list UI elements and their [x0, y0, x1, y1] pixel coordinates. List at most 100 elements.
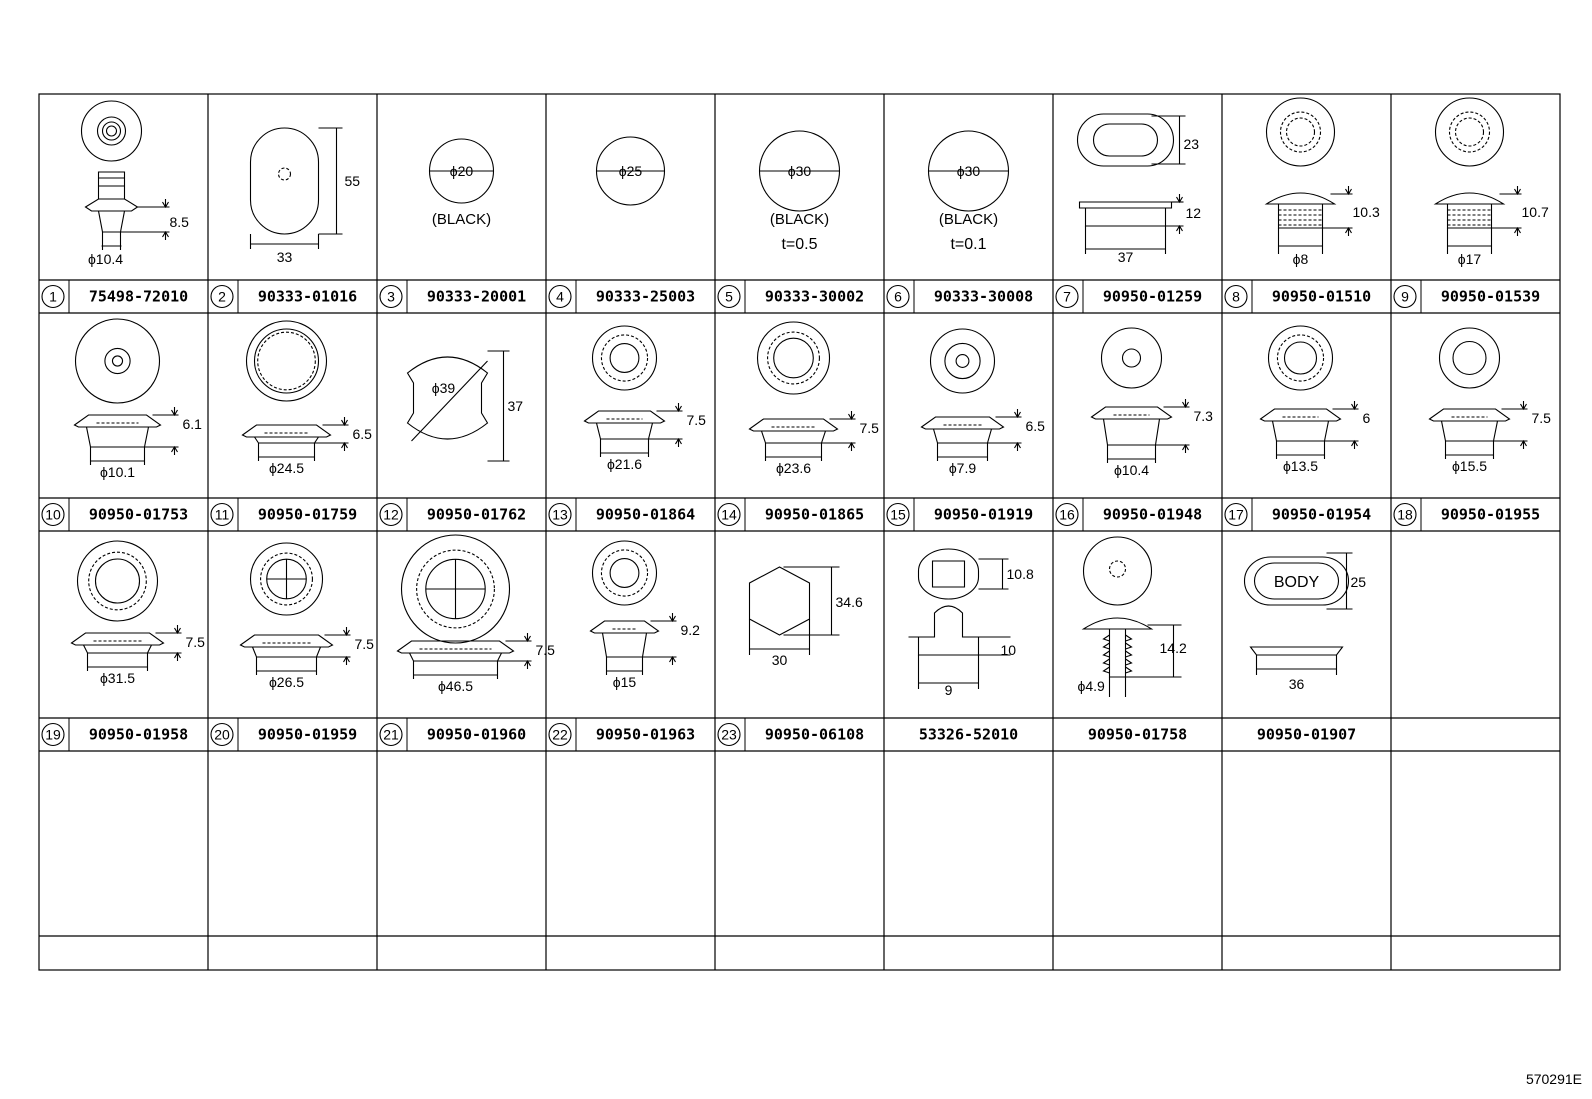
outline-shape	[773, 337, 814, 379]
outline-shape	[756, 321, 831, 395]
callout-number: 7	[1063, 289, 1071, 305]
dimension-label: 6.5	[353, 426, 373, 442]
dimension-label: 14.2	[1160, 640, 1187, 656]
dimension-label: 6	[1363, 410, 1371, 426]
callout-number: 1	[49, 289, 57, 305]
profile-shape	[171, 407, 178, 417]
outline-shape	[400, 534, 511, 644]
outline-shape	[609, 558, 640, 588]
dimension-label: ϕ23.6	[776, 460, 811, 476]
callout-circle	[548, 722, 572, 747]
note-label: (BLACK)	[432, 211, 491, 228]
dimension-label: ϕ25	[619, 163, 643, 179]
part-number: 90950-01762	[427, 506, 526, 524]
table-grid	[38, 93, 1561, 971]
profile-shape	[1345, 186, 1352, 196]
profile-shape	[524, 633, 531, 643]
profile-shape	[589, 620, 660, 634]
profile-shape	[1176, 224, 1183, 234]
outline-shape	[1267, 325, 1334, 391]
dimension-label: ϕ26.5	[269, 674, 304, 690]
outline-shape	[245, 320, 328, 402]
dimension-label: 9	[945, 682, 953, 698]
outline-shape	[600, 549, 649, 597]
profile-shape	[343, 627, 350, 637]
profile-shape	[241, 424, 332, 438]
dimension-label: ϕ8	[1293, 251, 1309, 267]
dimension-label: ϕ21.6	[607, 456, 642, 472]
outline-shape	[1276, 334, 1325, 382]
dimension-label: ϕ10.4	[1114, 462, 1149, 478]
profile-shape	[931, 560, 966, 588]
dimension-label: 37	[508, 398, 524, 414]
outline-shape	[1285, 117, 1316, 147]
outline-shape	[600, 334, 649, 382]
dimension-label: 55	[345, 173, 361, 189]
profile-shape	[1440, 420, 1499, 442]
outline-shape	[74, 318, 161, 404]
profile-shape	[848, 411, 855, 421]
profile-shape	[249, 127, 320, 235]
profile-shape	[343, 655, 350, 665]
document-code: 570291E	[1525, 1071, 1582, 1087]
profile-shape	[1076, 113, 1175, 167]
callout-number: 6	[894, 289, 902, 305]
part-number: 90950-01753	[89, 506, 188, 524]
part-number: 90333-20001	[427, 288, 526, 306]
callout-circle	[1224, 284, 1248, 309]
profile-shape	[1176, 194, 1183, 204]
outline-shape	[249, 542, 324, 616]
outline-shape	[260, 552, 313, 606]
dimension-label: 7.3	[1194, 408, 1214, 424]
profile-shape	[341, 417, 348, 427]
profile-shape	[675, 403, 682, 413]
part-number: 90950-06108	[765, 726, 864, 744]
dimension-label: ϕ24.5	[269, 460, 304, 476]
callout-number: 13	[552, 507, 568, 523]
callout-circle	[1055, 502, 1079, 527]
outline-shape	[1121, 348, 1142, 368]
profile-shape	[1264, 192, 1337, 205]
callout-number: 19	[45, 727, 61, 743]
outline-shape	[111, 355, 124, 367]
callout-number: 17	[1228, 507, 1244, 523]
profile-shape	[162, 199, 169, 209]
profile-shape	[1014, 441, 1021, 451]
note-label: t=0.5	[781, 236, 817, 253]
profile-shape	[1102, 418, 1161, 446]
callout-circle	[1393, 284, 1417, 309]
profile-shape	[601, 632, 648, 658]
profile-shape	[84, 198, 139, 212]
outline-shape	[96, 116, 127, 146]
dimension-label: ϕ10.4	[88, 251, 123, 267]
profile-shape	[1182, 399, 1189, 409]
callout-circle	[210, 502, 234, 527]
callout-circle	[886, 502, 910, 527]
callout-circle	[717, 722, 741, 747]
callout-circle	[41, 502, 65, 527]
note-label: t=0.1	[950, 236, 986, 253]
callout-number: 12	[383, 507, 399, 523]
outline-shape	[929, 328, 996, 394]
outline-shape	[104, 347, 131, 375]
dimension-label: 7.5	[536, 642, 556, 658]
dimension-label: 7.5	[355, 636, 375, 652]
callout-number: 20	[214, 727, 230, 743]
profile-shape	[174, 625, 181, 635]
callout-number: 8	[1232, 289, 1240, 305]
part-number: 90950-01758	[1088, 726, 1187, 744]
dimension-line	[411, 360, 488, 442]
profile-shape	[1182, 443, 1189, 453]
part-number: 90333-30008	[934, 288, 1033, 306]
part-cell: 53326-52010	[919, 726, 1018, 744]
